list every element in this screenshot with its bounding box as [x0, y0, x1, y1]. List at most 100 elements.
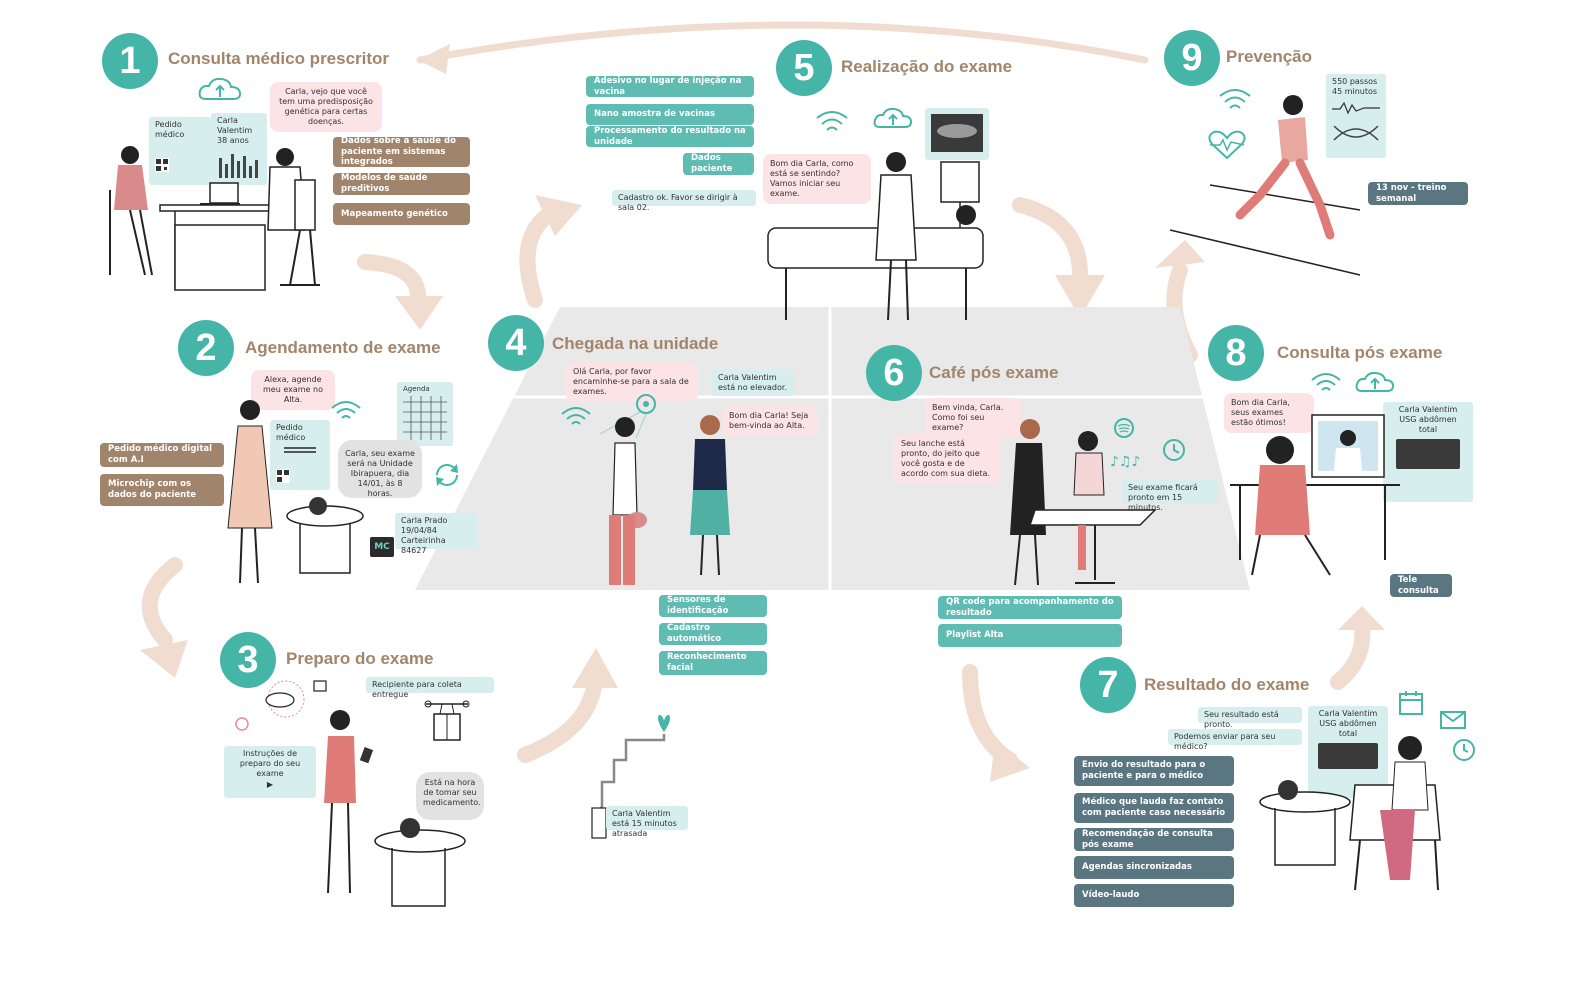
tag-alta-playlist: Playlist Alta: [938, 624, 1122, 647]
tag-patient-data: Dados paciente: [683, 153, 754, 175]
step-title-6: Café pós exame: [929, 363, 1059, 382]
elevator-status-card: Carla Valentim está no elevador.: [712, 370, 794, 396]
teleconsult-scene-illustration: [1230, 414, 1400, 576]
qr-code-icon: [276, 469, 290, 483]
wifi-icon: [1311, 373, 1341, 391]
step-number-8: 8: [1208, 325, 1264, 381]
alexa-command-bubble: Alexa, agende meu exame no Alta.: [251, 370, 335, 410]
tag-predictive-models: Modelos de saúde preditivos: [333, 173, 470, 195]
tag-identification-sensors: Sensores de identificação: [659, 595, 767, 617]
activity-stats-card: 550 passos 45 minutos: [1326, 74, 1386, 158]
step-number-6: 6: [866, 345, 922, 401]
arrow-4-to-5: [519, 207, 556, 308]
result-ready-card: Seu resultado está pronto.: [1198, 707, 1302, 729]
medication-reminder-bubble: Está na hora de tomar seu medicamento.: [416, 772, 484, 820]
patient-stats-card: Carla Valentim 38 anos: [211, 113, 267, 185]
microchip-icon: MC: [370, 537, 394, 557]
arrow-2-to-3: [141, 557, 183, 648]
medical-order-card: Pedido médico: [149, 117, 211, 185]
wifi-icon: [331, 401, 361, 419]
cloud-upload-icon: [873, 107, 913, 128]
registration-ok-card: Cadastro ok. Favor se dirigir à sala 02.: [612, 190, 756, 212]
tag-qr-result-tracking: QR code para acompanhamento do resultado: [938, 596, 1122, 619]
cloud-upload-icon: [1355, 371, 1395, 392]
music-playlist-icon: ♪♫♪: [1110, 418, 1185, 470]
tag-genetic-mapping: Mapeamento genético: [333, 203, 470, 225]
heartbeat-icon: [1208, 130, 1246, 160]
tag-post-exam-recommendation: Recomendação de consulta pós exame: [1074, 828, 1234, 851]
result-scene-illustration: [1259, 736, 1441, 891]
digital-order-card: Pedido médico: [270, 420, 330, 490]
arrow-5-to-6: [1012, 197, 1088, 283]
step-title-7: Resultado do exame: [1144, 675, 1310, 694]
tag-video-report: Vídeo-laudo: [1074, 884, 1234, 907]
step-number-9: 9: [1164, 30, 1220, 86]
cloud-upload-icon: [198, 77, 242, 100]
prep-instructions-label: Instruções de preparo do seu exame: [239, 749, 301, 778]
email-icon: [1440, 711, 1466, 729]
step-title-3: Preparo do exame: [286, 649, 434, 668]
tag-doctor-contact: Médico que lauda faz contato com pacient…: [1074, 793, 1234, 823]
wifi-icon: [816, 111, 848, 131]
cafe-scene-illustration: [1010, 419, 1157, 586]
step-number-1: 1: [102, 33, 158, 89]
snack-ready-bubble: Seu lanche está pronto, do jeito que voc…: [894, 434, 1000, 484]
patient-id-label: Carla Prado 19/04/84 Carteirinha 84627: [401, 516, 448, 555]
qr-code-icon: [155, 158, 169, 172]
teleconsult-doctor-bubble: Bom dia Carla, seus exames estão ótimos!: [1224, 393, 1314, 433]
tag-facial-recognition: Reconhecimento facial: [659, 651, 767, 675]
result-summary-label: Carla Valentim USG abdômen total: [1318, 709, 1378, 738]
food-thoughts-illustration: [235, 680, 327, 731]
arrow-9-to-1: [416, 21, 1149, 64]
wifi-icon: [561, 407, 591, 425]
tag-weekly-training: 13 nov - treino semanal: [1368, 182, 1468, 205]
arrow-3-to-4: [517, 672, 603, 763]
technician-greeting-bubble: Bom dia Carla, como está se sentindo? Va…: [763, 154, 871, 204]
clock-icon: [1453, 739, 1475, 761]
agenda-card: Agenda: [397, 382, 453, 446]
calendar-grid-icon: [403, 395, 447, 440]
medical-order-label: Pedido médico: [155, 120, 185, 139]
arrival-scene-illustration: [609, 415, 730, 585]
calendar-icon: [1399, 691, 1423, 715]
activity-wave-icon: [1332, 101, 1380, 115]
prep-instructions-card[interactable]: Instruções de preparo do seu exame ▶: [224, 746, 316, 798]
assistant-reply-bubble: Carla, seu exame será na Unidade Ibirapu…: [338, 440, 422, 498]
step-title-1: Consulta médico prescritor: [168, 49, 390, 68]
arrow-1-to-2: [357, 254, 427, 308]
wifi-icon: [1219, 89, 1251, 109]
send-to-doctor-card: Podemos enviar para seu médico?: [1168, 729, 1302, 751]
step-number-7: 7: [1080, 657, 1136, 713]
result-eta-card: Seu exame ficará pronto em 15 minutos.: [1122, 480, 1218, 512]
tag-microchip-data: Microchip com os dados do paciente: [100, 474, 224, 506]
step-number-2: 2: [178, 320, 234, 376]
svg-text:♪♫♪: ♪♫♪: [1110, 454, 1140, 470]
patient-id-card: Carla Prado 19/04/84 Carteirinha 84627: [395, 513, 477, 555]
receptionist-greeting-bubble: Bom dia Carla! Seja bem-vinda ao Alta.: [722, 406, 818, 436]
step-number-3: 3: [220, 632, 276, 688]
result-summary-card: Carla Valentim USG abdômen total: [1308, 706, 1388, 798]
sync-icon: [436, 464, 458, 486]
play-icon[interactable]: ▶: [266, 780, 274, 789]
step-title-8: Consulta pós exame: [1277, 343, 1443, 362]
agenda-label: Agenda: [403, 385, 430, 393]
ultrasound-image-card: [925, 108, 989, 160]
bar-graph-icon: [219, 154, 258, 178]
tag-integrated-health-data: Dados sobre a saúde do paciente em siste…: [333, 136, 470, 167]
alexa-scene-illustration: [227, 400, 364, 584]
patient-info-label: Carla Valentim 38 anos: [217, 116, 253, 145]
tag-synced-agendas: Agendas sincronizadas: [1074, 856, 1234, 879]
step-title-2: Agendamento de exame: [245, 338, 441, 357]
prep-scene-illustration: [324, 710, 466, 907]
welcome-direction-bubble: Olá Carla, por favor encaminhe-se para a…: [566, 362, 698, 402]
step-number-4: 4: [488, 315, 544, 371]
tag-vaccine-sticker: Adesivo no lugar de injeção na vacina: [586, 76, 754, 97]
dna-icon: [1333, 125, 1379, 141]
tag-onsite-processing: Processamento do resultado na unidade: [586, 126, 754, 147]
late-arrival-card: Carla Valentim está 15 minutos atrasada: [606, 806, 688, 838]
cafe-welcome-bubble: Bem vinda, Carla. Como foi seu exame?: [925, 398, 1021, 438]
digital-order-label: Pedido médico: [276, 423, 306, 442]
activity-stats-label: 550 passos 45 minutos: [1332, 77, 1378, 96]
tag-result-delivery: Envio do resultado para o paciente e par…: [1074, 756, 1234, 786]
